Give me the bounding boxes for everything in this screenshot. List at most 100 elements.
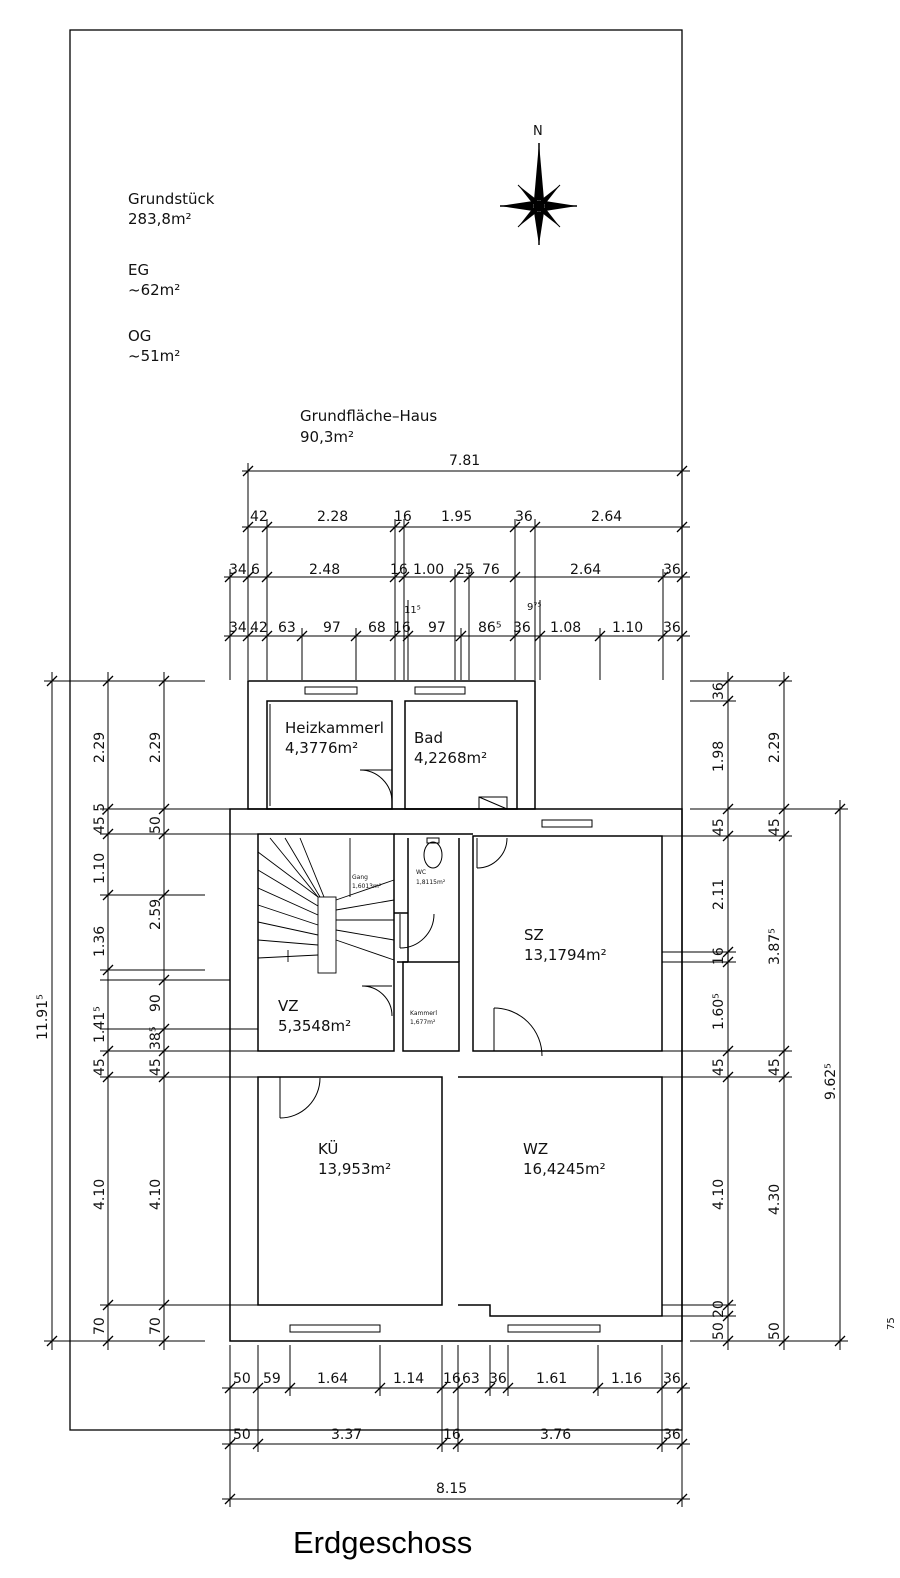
room-name-vz: VZ [278,997,299,1015]
room-area-kue: 13,953m² [318,1160,391,1178]
dim-right-c1: 1.98 [711,741,727,772]
room-area-wz: 16,4245m² [523,1160,606,1178]
dim-left-c1: 45.5 [92,803,108,834]
dim-top-r3: 86⁵ [478,620,501,636]
toilet-icon [423,841,443,869]
dim-left-c2: 45 [148,1058,164,1076]
dim-top-overall: 7.81 [449,453,480,469]
dimension-lines [44,463,848,1507]
haus-value: 90,3m² [300,428,354,446]
room-area-kammerl: 1,677m² [410,1019,436,1026]
dim-top-r2: 36 [663,562,681,578]
room-name-kammerl: Kammerl [410,1010,437,1017]
page-title: Erdgeschoss [293,1525,472,1560]
dim-top-r2: 16 [390,562,408,578]
dim-right-edge-mark: 75 [886,1317,897,1330]
og-label: OG [128,327,151,345]
eg-value: ~62m² [128,281,180,299]
haus-label: Grundfläche–Haus [300,407,437,425]
dim-bottom-r1: 1.14 [393,1371,424,1387]
dim-left-c2: 4.10 [148,1179,164,1210]
dim-top-r2: 76 [482,562,500,578]
dim-bottom-r2: 36 [663,1427,681,1443]
dim-left-c2: 2.59 [148,899,164,930]
dim-right-c2: 4.30 [767,1184,783,1215]
dimension-texts-top: 7.81 42 2.28 16 1.95 36 2.64 34 6 2.48 1… [229,453,681,636]
staircase [257,837,395,974]
dim-bottom-r1: 36 [489,1371,507,1387]
room-name-wc: WC [416,869,426,876]
dim-left-c1: 45 [92,1058,108,1076]
dim-right-outer: 9.62⁵ [823,1063,839,1100]
room-name-heizkammerl: Heizkammerl [285,719,384,737]
dim-bottom-r2: 16 [443,1427,461,1443]
dim-left-c1: 1.10 [92,853,108,884]
dim-bottom-r1: 36 [663,1371,681,1387]
dim-top-r1: 2.28 [317,509,348,525]
dim-right-c2: 2.29 [767,732,783,763]
dim-bottom-r1: 1.61 [536,1371,567,1387]
room-area-sz: 13,1794m² [524,946,607,964]
dim-right-c1: 1.60⁵ [711,993,727,1030]
dim-bottom-r1: 63 [462,1371,480,1387]
dim-bottom-r1: 1.16 [611,1371,642,1387]
dim-top-r1: 2.64 [591,509,622,525]
north-label: N [533,124,543,139]
dim-top-r3: 97 [428,620,446,636]
dim-left-c2: 90 [148,994,164,1012]
dimension-texts-bottom: 50 59 1.64 1.14 16 63 36 1.61 1.16 36 50… [233,1371,681,1497]
room-name-bad: Bad [414,729,443,747]
dim-left-c2: 50 [148,816,164,834]
dimension-texts-right: 36 1.98 45 2.11 16 1.60⁵ 45 4.10 20 50 2… [711,682,897,1340]
dim-left-c1: 70 [92,1317,108,1335]
dim-top-r2: 2.48 [309,562,340,578]
dim-bottom-r2: 50 [233,1427,251,1443]
dim-bottom-r1: 50 [233,1371,251,1387]
dim-right-c1: 4.10 [711,1179,727,1210]
dim-bottom-r2: 3.37 [331,1427,362,1443]
room-name-kue: KÜ [318,1139,338,1158]
dim-right-c1: 16 [711,947,727,965]
dim-top-extra: 9⁷⁵ [527,602,541,613]
room-area-gang: 1,6013m² [352,883,382,890]
dim-right-c1: 20 [711,1300,727,1318]
dim-right-c1: 36 [711,682,727,700]
dimension-texts-left: 11.91⁵ 2.29 45.5 1.10 1.36 1.41⁵ 45 4.10… [35,732,164,1335]
dim-left-c1: 2.29 [92,732,108,763]
dim-bottom-r1: 16 [443,1371,461,1387]
dim-right-c2: 3.87⁵ [767,928,783,965]
dim-top-r3: 1.10 [612,620,643,636]
dim-right-c2: 45 [767,1058,783,1076]
dim-top-r3: 34 [229,620,247,636]
dim-left-c1: 1.41⁵ [92,1006,108,1043]
dim-right-c2: 50 [767,1322,783,1340]
dim-top-r2: 25 [456,562,474,578]
dim-right-c1: 45 [711,1058,727,1076]
eg-label: EG [128,261,149,279]
room-area-heizkammerl: 4,3776m² [285,739,358,757]
dim-left-c1: 4.10 [92,1179,108,1210]
dim-bottom-overall: 8.15 [436,1481,467,1497]
grundstueck-value: 283,8m² [128,210,192,228]
windows [289,686,601,1333]
dim-left-c1: 1.36 [92,926,108,957]
doors [279,769,543,1119]
area-summary: Grundstück 283,8m² EG ~62m² OG ~51m² Gru… [128,190,437,446]
dim-right-c1: 50 [711,1322,727,1340]
dim-top-r3: 36 [663,620,681,636]
dim-top-r3: 16 [393,620,411,636]
plot-boundary [69,29,683,1431]
room-area-wc: 1,8115m² [416,879,446,886]
dim-left-c2: 2.29 [148,732,164,763]
dim-top-extra: 11⁵ [404,605,421,616]
room-labels: Heizkammerl 4,3776m² Bad 4,2268m² WC 1,8… [278,719,607,1178]
dimension-ticks [46,465,846,1505]
room-name-gang: Gang [352,874,368,881]
dim-top-r1: 42 [250,509,268,525]
dim-right-c1: 2.11 [711,879,727,910]
dim-top-r1: 1.95 [441,509,472,525]
room-name-wz: WZ [523,1140,548,1158]
dim-bottom-r2: 3.76 [540,1427,571,1443]
dim-top-r3: 68 [368,620,386,636]
